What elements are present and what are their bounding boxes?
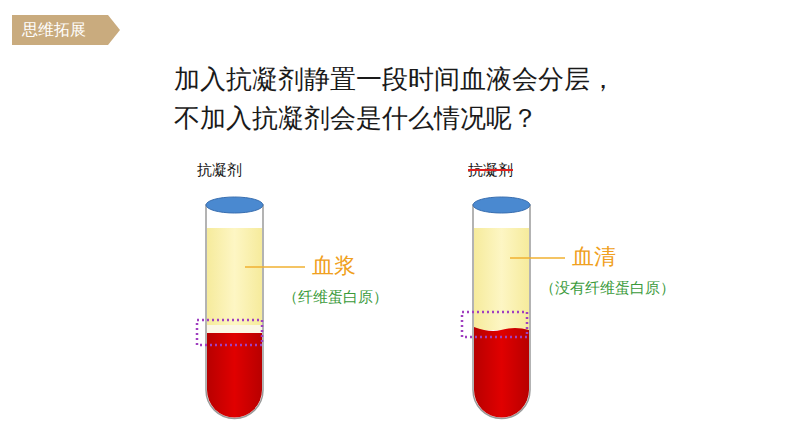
- layer-name: 血浆: [312, 253, 356, 279]
- reagent-label: 抗凝剂: [197, 161, 242, 179]
- left-test-tube: [197, 197, 305, 419]
- tag-text: 思维拓展: [12, 15, 108, 45]
- component-note: （没有纤维蛋白原）: [540, 279, 675, 297]
- reagent-label-struck: 抗凝剂: [468, 161, 513, 179]
- slide-title: 加入抗凝剂静置一段时间血液会分层， 不加入抗凝剂会是什么情况呢？: [174, 60, 634, 138]
- component-note: （纤维蛋白原）: [283, 288, 388, 306]
- section-tag: 思维拓展: [12, 15, 120, 45]
- right-test-tube: [462, 197, 565, 419]
- layer-name: 血清: [572, 244, 616, 270]
